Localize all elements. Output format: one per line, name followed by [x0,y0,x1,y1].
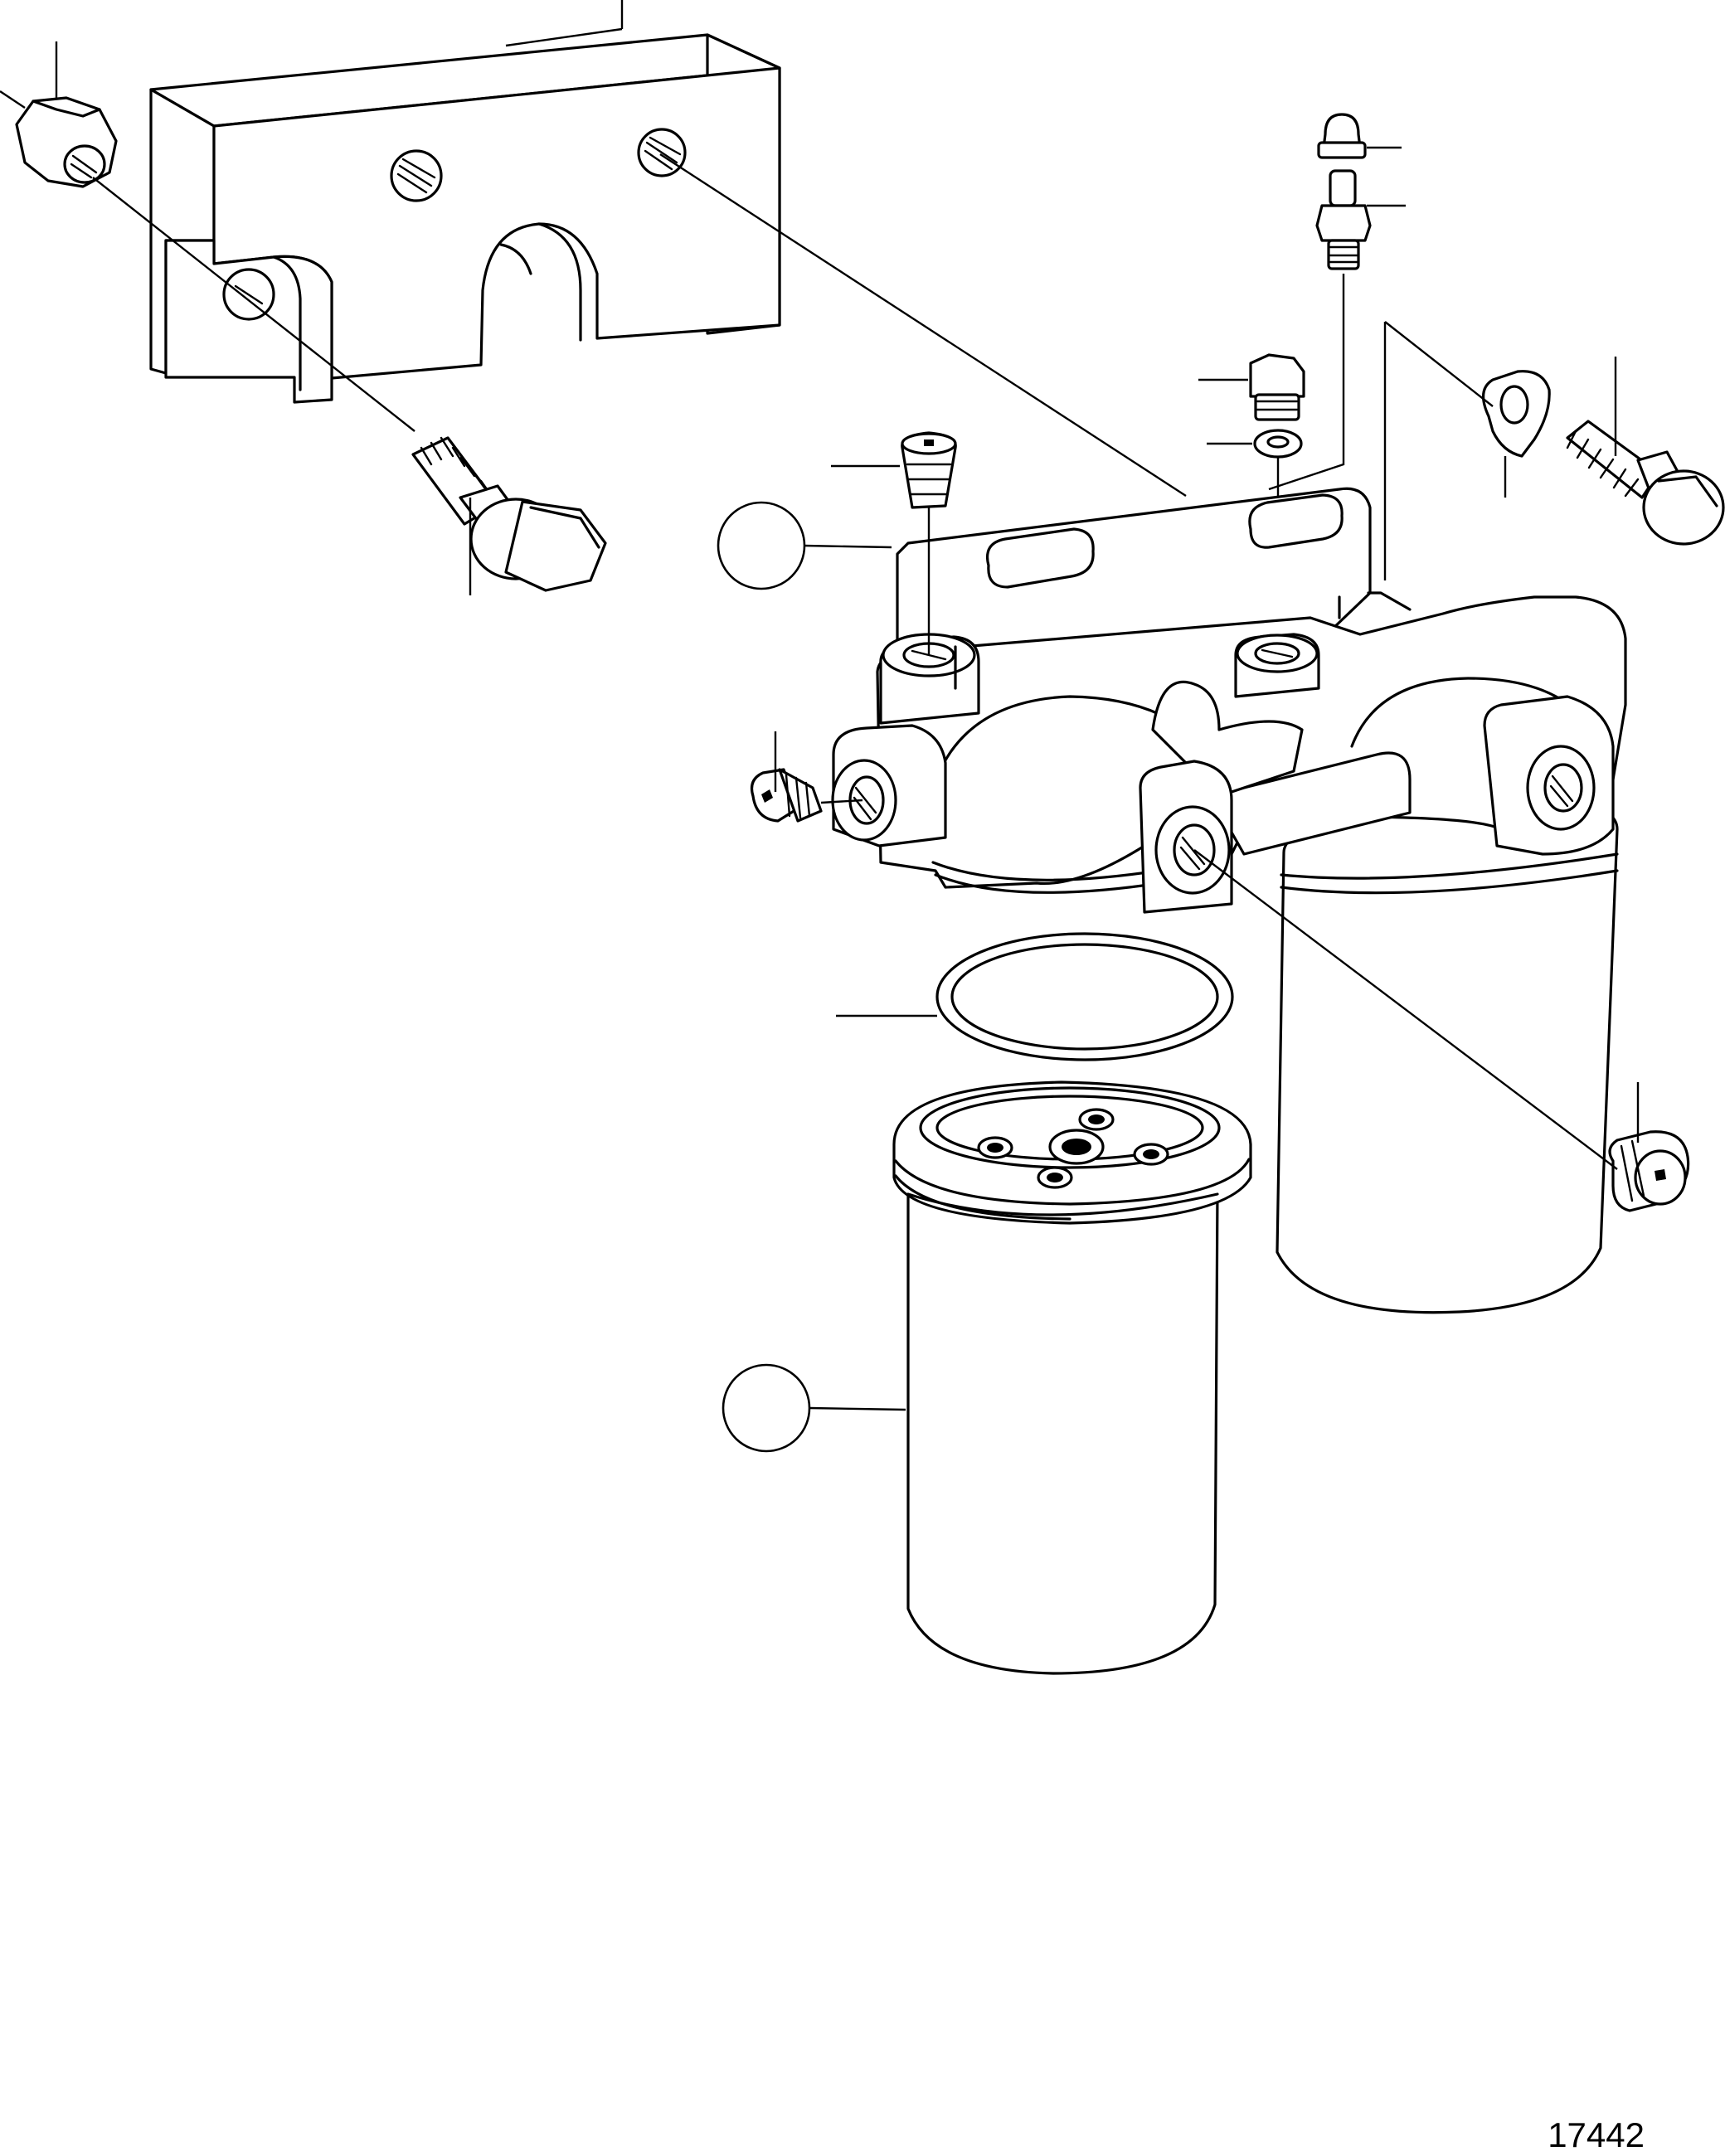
fuel-filter-rear [1276,799,1619,1314]
bolt-icon [1383,321,1725,580]
plug-icon [1198,353,1305,421]
bracket-plate [149,0,781,404]
fuel-filter-front [892,1080,1252,1675]
callout-housing [717,501,892,590]
bracket-to-housing-leader [659,153,1187,498]
nut-icon [0,41,415,432]
washer-tab-icon [1482,370,1551,498]
vent-cap-icon [1317,113,1402,159]
set-screw-top-icon [831,431,957,655]
set-screw-right-icon [1193,849,1690,1212]
bracket-hole-3 [222,268,275,321]
vent-nipple-icon [1268,169,1406,491]
bracket-hole-1 [390,149,443,202]
set-screw-icon [750,731,863,823]
bracket-hole-2 [637,128,687,177]
filter-housing [831,487,1627,914]
o-ring-icon [836,932,1234,1061]
callout-filter [722,1363,906,1453]
flange-bolt-icon [411,436,607,595]
figure-number: 17442 [1548,2115,1645,2154]
